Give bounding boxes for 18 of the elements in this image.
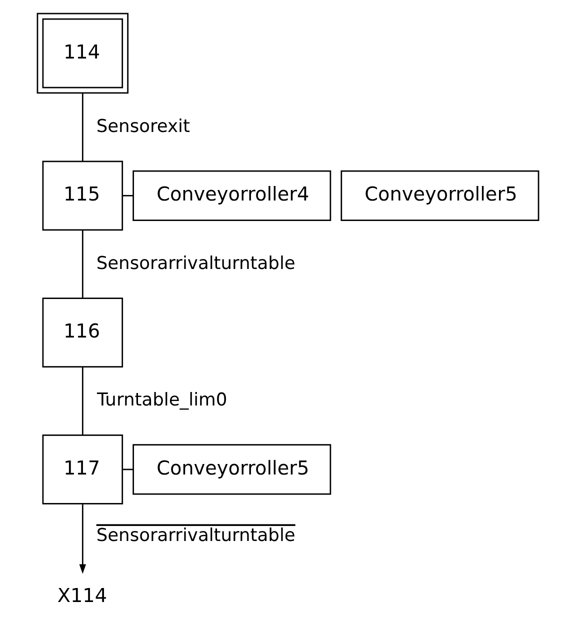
node-box: Conveyorroller5 — [340, 170, 540, 221]
edge-label: Sensorarrivalturntable — [96, 252, 296, 274]
connector — [82, 230, 84, 298]
connector — [122, 468, 134, 470]
node-box: 114 — [36, 12, 129, 94]
connector — [82, 367, 84, 435]
arrow — [79, 504, 86, 574]
edge-label: Sensorexit — [96, 116, 190, 137]
node-text: X114 — [57, 584, 108, 607]
node-box: 117 — [42, 434, 124, 504]
node-box: 116 — [42, 298, 124, 368]
edge-label: Turntable_lim0 — [97, 390, 228, 411]
node-box: Conveyorroller5 — [132, 444, 332, 495]
connector — [82, 93, 84, 162]
node-box: 115 — [42, 160, 124, 231]
connector — [122, 194, 134, 196]
node-box: Conveyorroller4 — [132, 170, 332, 221]
edge-label: Sensorarrivalturntable — [96, 525, 296, 546]
